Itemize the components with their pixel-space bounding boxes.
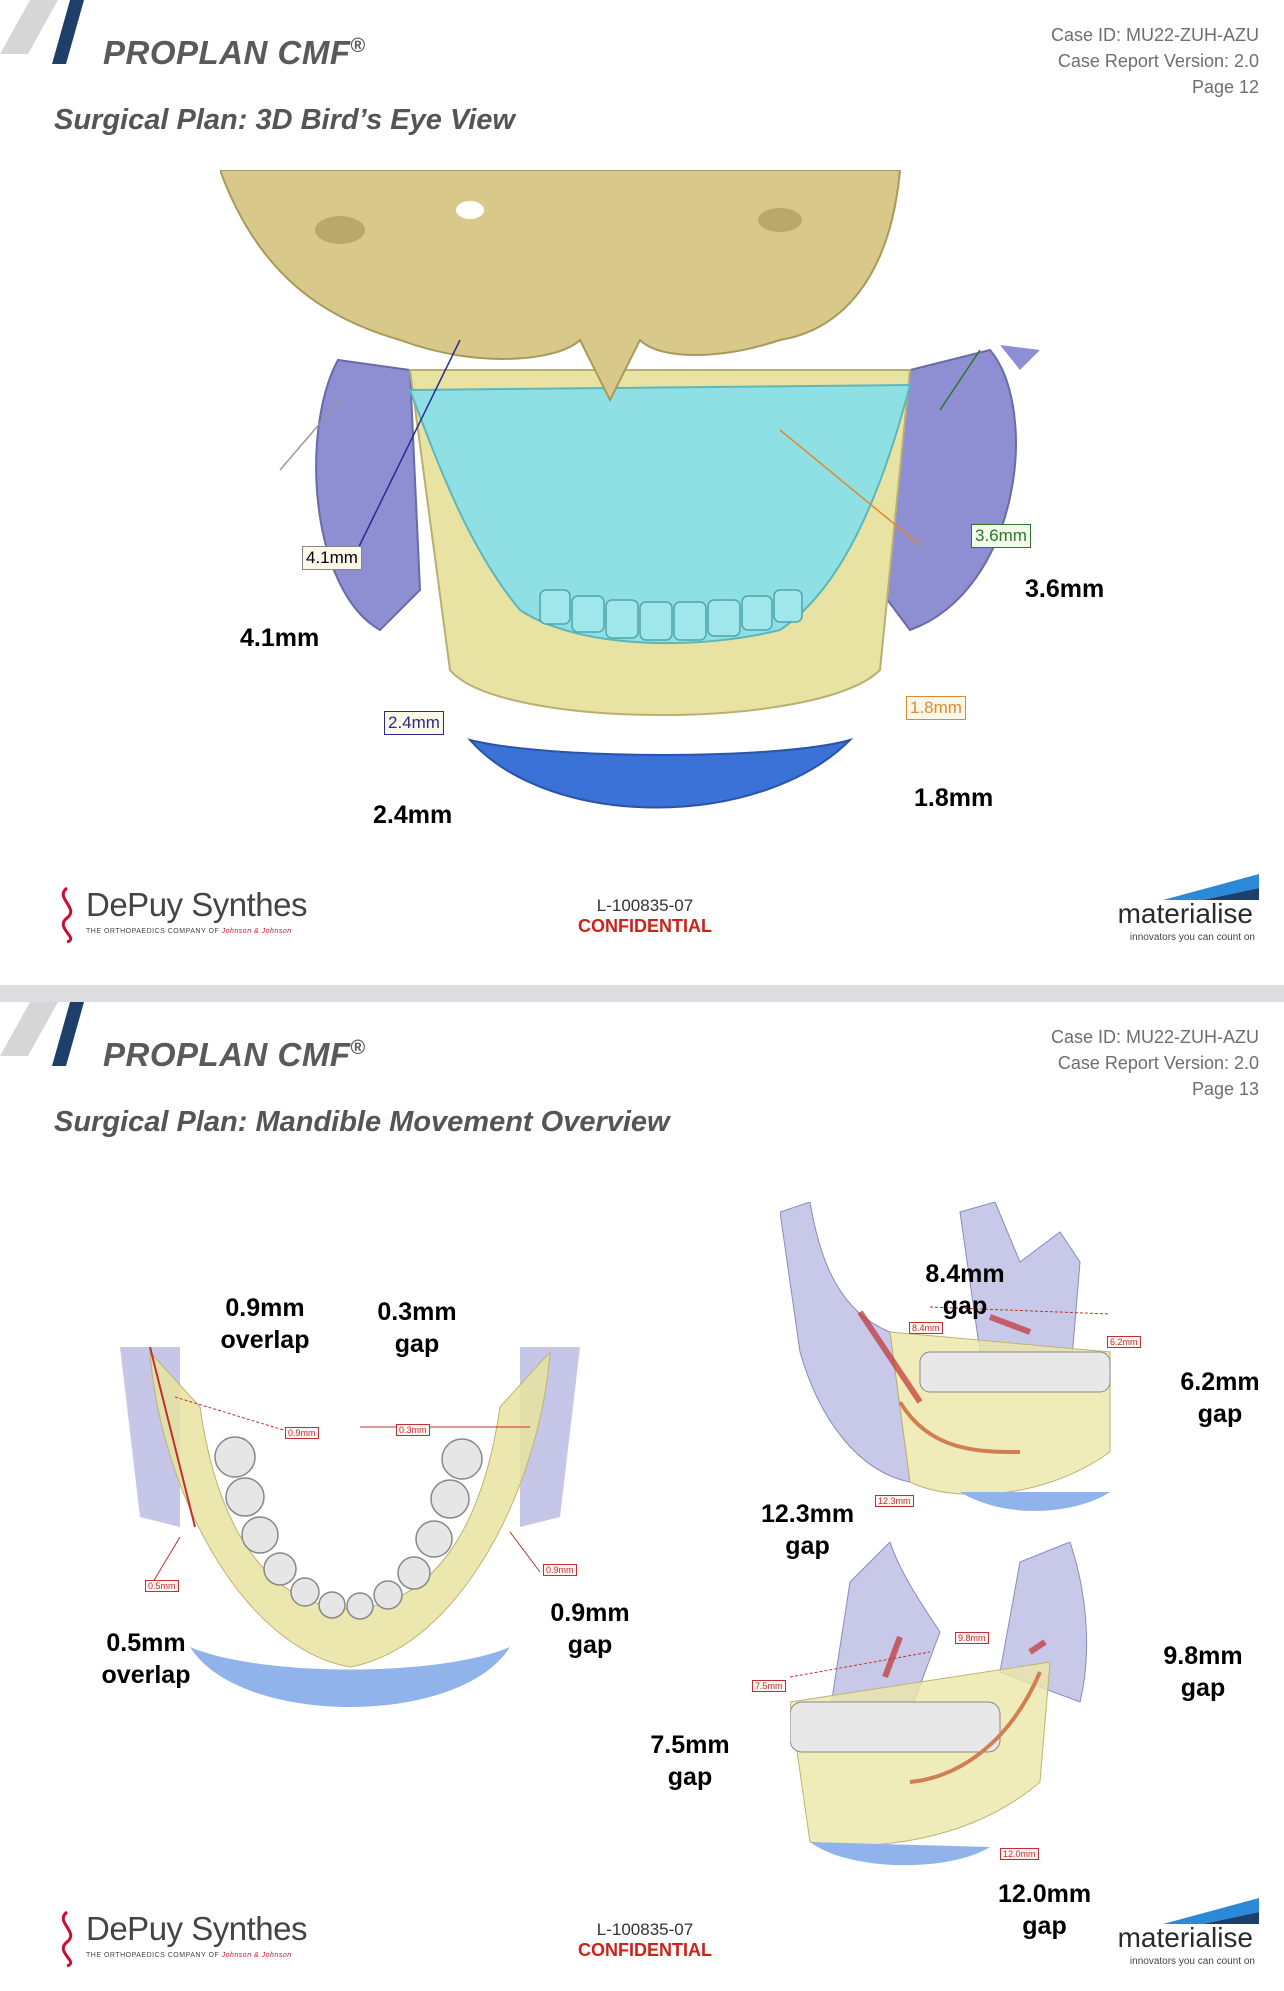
measure-tag-h: 9.8mm xyxy=(955,1632,989,1644)
case-meta: Case ID: MU22-ZUH-AZU Case Report Versio… xyxy=(1051,22,1259,100)
page-subtitle: Surgical Plan: Mandible Movement Overvie… xyxy=(54,1106,670,1138)
doc-id: L-100835-07 xyxy=(596,1920,694,1939)
brand-title: PROPLAN CMF® xyxy=(103,1036,366,1073)
case-meta: Case ID: MU22-ZUH-AZU Case Report Versio… xyxy=(1051,1024,1259,1102)
measure-tag-f: 6.2mm xyxy=(1107,1336,1141,1348)
brand-title: PROPLAN CMF® xyxy=(103,34,366,71)
footer-center: L-100835-07 CONFIDENTIAL xyxy=(520,896,770,937)
label-left-upper: 4.1mm xyxy=(240,624,320,652)
measure-tag-b: 0.3mm xyxy=(396,1424,430,1436)
page-number: Page 12 xyxy=(1191,77,1259,97)
birdseye-3d-render xyxy=(220,170,1040,809)
report-page-13: PROPLAN CMF® Case ID: MU22-ZUH-AZU Case … xyxy=(0,1002,1284,1991)
measure-tag-c: 0.5mm xyxy=(145,1580,179,1592)
materialise-wedge-icon xyxy=(1163,874,1259,900)
measure-tag-j: 12.0mm xyxy=(1000,1848,1039,1860)
case-version: Case Report Version: 2.0 xyxy=(1057,1053,1259,1073)
measure-tag-i: 7.5mm xyxy=(752,1680,786,1692)
measure-tag-right-upper: 3.6mm xyxy=(971,524,1031,548)
depuy-ribbon-icon xyxy=(61,886,73,944)
depuy-ribbon-icon xyxy=(61,1910,73,1968)
measure-tag-left-lower: 2.4mm xyxy=(384,711,444,735)
mandible-top-view xyxy=(120,1347,580,1707)
materialise-wedge-icon xyxy=(1163,1898,1259,1924)
proplan-logo-bars xyxy=(0,0,84,64)
materialise-logo: materialise innovators you can count on xyxy=(1109,874,1259,948)
case-version: Case Report Version: 2.0 xyxy=(1057,51,1259,71)
depuy-synthes-logo: DePuy Synthes THE ORTHOPAEDICS COMPANY O… xyxy=(52,880,312,950)
report-page-12: PROPLAN CMF® Case ID: MU22-ZUH-AZU Case … xyxy=(0,0,1284,985)
measure-tag-e: 8.4mm xyxy=(909,1322,943,1334)
footer-center: L-100835-07 CONFIDENTIAL xyxy=(520,1920,770,1961)
case-id: Case ID: MU22-ZUH-AZU xyxy=(1050,1027,1259,1047)
measure-tag-d: 0.9mm xyxy=(543,1564,577,1576)
measure-tag-left-upper: 4.1mm xyxy=(302,546,362,570)
case-id: Case ID: MU22-ZUH-AZU xyxy=(1050,25,1259,45)
measure-tag-right-lower: 1.8mm xyxy=(906,696,966,720)
page-subtitle: Surgical Plan: 3D Bird’s Eye View xyxy=(54,104,515,136)
confidential-label: CONFIDENTIAL xyxy=(578,916,712,936)
measure-tag-g: 12.3mm xyxy=(875,1495,914,1507)
mandible-oblique-left-view xyxy=(790,1542,1088,1866)
depuy-synthes-logo: DePuy Synthes THE ORTHOPAEDICS COMPANY O… xyxy=(52,1904,312,1974)
label-right-upper: 3.6mm xyxy=(1025,575,1105,603)
doc-id: L-100835-07 xyxy=(596,896,694,915)
measure-tag-a: 0.9mm xyxy=(285,1427,319,1439)
confidential-label: CONFIDENTIAL xyxy=(578,1940,712,1960)
proplan-logo-bars xyxy=(0,1002,84,1066)
materialise-logo: materialise innovators you can count on xyxy=(1109,1898,1259,1972)
label-right-lower: 1.8mm xyxy=(914,784,994,812)
label-left-lower: 2.4mm xyxy=(373,801,453,829)
page-number: Page 13 xyxy=(1191,1079,1259,1099)
mandible-oblique-right-view xyxy=(780,1202,1111,1511)
